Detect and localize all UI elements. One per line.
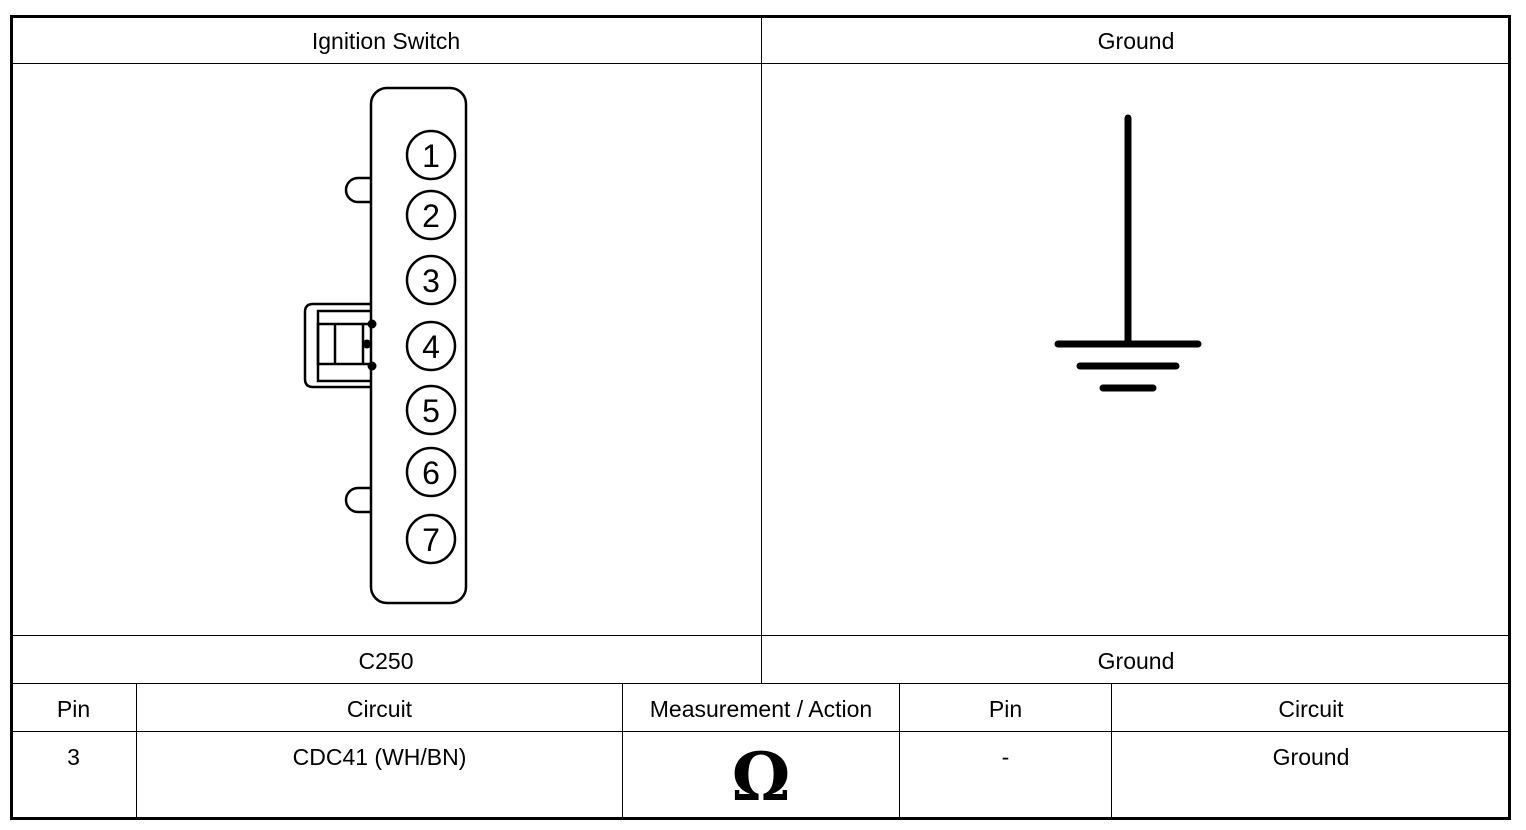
pin-value: 3 [67,744,80,770]
column-header-pin: Pin [56,696,91,722]
connector-tab-lower [344,486,371,514]
pin-label: 2 [422,198,440,234]
connector-latch [303,302,371,389]
ground-symbol-icon [1054,114,1202,392]
connector-tab-upper [344,176,371,204]
grid-line [11,683,1510,684]
ground-title: Ground [1097,28,1175,54]
column-header-circuit: Circuit [1278,696,1344,722]
ground-label: Ground [1097,648,1175,674]
pin-value: - [1001,744,1010,770]
grid-line [11,635,1510,636]
column-header-circuit: Circuit [346,696,413,722]
ohm-icon: Ω [731,738,791,816]
grid-line [899,683,900,818]
grid-line [1111,683,1112,818]
ignition-switch-title: Ignition Switch [311,28,461,54]
grid-line [11,731,1510,732]
pin-label: 1 [422,138,440,174]
connector-name: C250 [358,648,414,674]
pin-label: 4 [422,329,440,365]
circuit-value: CDC41 (WH/BN) [292,744,467,770]
grid-line [622,683,623,818]
column-header-measurement: Measurement / Action [649,696,873,722]
pin-label: 5 [422,393,440,429]
pin-label: 7 [422,522,440,558]
pin-label: 3 [422,263,440,299]
pin-circles [405,129,457,565]
grid-line [761,16,762,683]
pinout-table-frame [10,15,1511,820]
grid-line [136,683,137,818]
pin-label: 6 [422,455,440,491]
circuit-value: Ground [1272,744,1350,770]
grid-line [11,63,1510,64]
column-header-pin: Pin [988,696,1023,722]
